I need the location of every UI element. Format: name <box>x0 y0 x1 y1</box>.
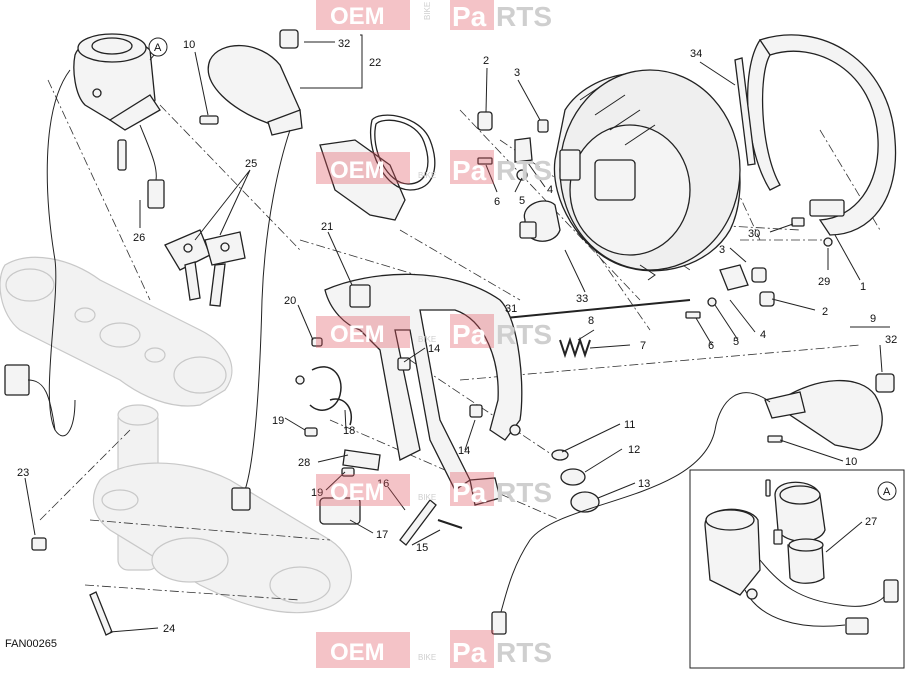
watermark-rts: RTS <box>496 477 552 508</box>
callout-14: 14 <box>428 343 440 355</box>
grommets <box>551 449 600 513</box>
callout-15: 15 <box>416 542 428 554</box>
callout-11: 11 <box>624 419 635 431</box>
callout-3: 3 <box>719 244 725 256</box>
callout-17: 17 <box>376 529 388 541</box>
callout-28: 28 <box>298 457 310 469</box>
callout-8: 8 <box>588 315 594 327</box>
steering-yoke-ghost <box>0 256 352 614</box>
ignition-keys <box>164 229 246 307</box>
headlight-bracket-upper <box>319 114 436 221</box>
callout-3: 3 <box>514 67 520 79</box>
callout-33: 33 <box>576 293 588 305</box>
callout-4: 4 <box>547 184 553 196</box>
callout-10: 10 <box>845 456 857 468</box>
mounting-small-parts <box>477 111 775 319</box>
callout-2: 2 <box>822 306 828 318</box>
watermark-rts: RTS <box>496 1 552 32</box>
callout-a: A <box>883 486 891 498</box>
callout-19: 19 <box>272 415 284 427</box>
callout-29: 29 <box>818 276 830 288</box>
headlight-support-bracket <box>324 273 523 506</box>
watermark-mid: OEM BIKE Pa RTS <box>316 314 552 350</box>
bolts-lower-left <box>31 537 113 636</box>
callout-20: 20 <box>284 295 296 307</box>
watermark-oem: OEM <box>330 157 385 184</box>
callout-31: 31 <box>505 303 517 315</box>
detail-marker-circle <box>148 37 168 57</box>
watermark-mid-upper: OEM BIKE Pa RTS <box>316 150 552 186</box>
callout-32: 32 <box>338 38 350 50</box>
callout-32: 32 <box>885 334 897 346</box>
watermark-oem: OEM <box>330 3 385 30</box>
watermark-bike: BIKE <box>423 2 432 20</box>
watermark-pa: Pa <box>452 155 487 186</box>
callout-1: 1 <box>860 281 866 293</box>
callout-a: A <box>154 42 162 54</box>
watermark-pa: Pa <box>452 477 487 508</box>
callout-6: 6 <box>708 340 714 352</box>
callout-18: 18 <box>343 425 355 437</box>
watermark-rts: RTS <box>496 637 552 668</box>
callout-25: 25 <box>245 158 257 170</box>
callout-9: 9 <box>870 313 876 325</box>
callout-leaders <box>24 34 890 633</box>
detail-marker-circle <box>877 481 897 501</box>
watermark-oem: OEM <box>330 321 385 348</box>
watermark-pa: Pa <box>452 637 487 668</box>
watermark-bike: BIKE <box>418 171 436 180</box>
clips-and-bolts <box>295 337 463 546</box>
detail-view-a <box>689 469 905 669</box>
callout-13: 13 <box>638 478 650 490</box>
watermark-pa: Pa <box>452 1 487 32</box>
watermark-oem: OEM <box>330 479 385 506</box>
callout-27: 27 <box>865 516 877 528</box>
callout-2: 2 <box>483 55 489 67</box>
callout-26: 26 <box>133 232 145 244</box>
callout-5: 5 <box>519 195 525 207</box>
watermark-oem: OEM <box>330 639 385 666</box>
callout-16: 16 <box>377 478 389 490</box>
turn-indicator-rear <box>491 373 895 635</box>
callout-labels: 32 22 10 A 2 3 34 25 26 21 6 5 4 30 29 1… <box>5 37 897 650</box>
turn-indicator-front <box>117 29 303 511</box>
callout-22: 22 <box>369 57 381 69</box>
watermark-bike: BIKE <box>418 335 436 344</box>
callout-14: 14 <box>458 445 470 457</box>
callout-30: 30 <box>748 228 760 240</box>
callout-24: 24 <box>163 623 175 635</box>
callout-19: 19 <box>311 487 323 499</box>
callout-12: 12 <box>628 444 640 456</box>
callout-10: 10 <box>183 39 195 51</box>
callout-4: 4 <box>760 329 766 341</box>
watermark-rts: RTS <box>496 155 552 186</box>
spring <box>484 264 691 359</box>
watermark-mid-lower: OEM BIKE Pa RTS <box>316 472 552 508</box>
callout-7: 7 <box>640 340 646 352</box>
watermark-bike: BIKE <box>418 653 436 662</box>
callout-34: 34 <box>690 48 702 60</box>
watermark-top: OEM BIKE Pa RTS <box>316 0 552 32</box>
callout-6: 6 <box>494 196 500 208</box>
watermark-pa: Pa <box>452 319 487 350</box>
headlight-rim <box>734 34 897 247</box>
callout-5: 5 <box>733 336 739 348</box>
watermark-bike: BIKE <box>418 493 436 502</box>
watermark-rts: RTS <box>496 319 552 350</box>
drawing-code: FAN00265 <box>5 638 57 650</box>
ignition-switch <box>4 33 165 437</box>
headlight-assembly <box>519 69 741 272</box>
watermark-bottom: OEM BIKE Pa RTS <box>316 630 552 668</box>
callout-23: 23 <box>17 467 29 479</box>
callout-21: 21 <box>321 221 333 233</box>
